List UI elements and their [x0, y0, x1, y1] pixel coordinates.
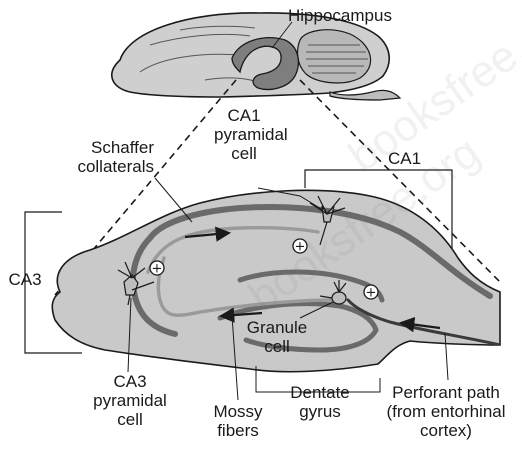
svg-text:+: +: [152, 262, 163, 277]
synapse-marker: +: [150, 261, 164, 277]
mossy-fibers-label: Mossy fibers: [200, 402, 276, 440]
svg-text:+: +: [295, 240, 306, 255]
synapse-marker: +: [364, 285, 378, 301]
perforant-path-label: Perforant path (from entorhinal cortex): [376, 383, 516, 440]
synapse-marker: +: [293, 239, 307, 255]
ca1-pyramidal-cell-label: CA1 pyramidal cell: [214, 106, 274, 163]
granule-cell-label: Granule cell: [242, 318, 312, 356]
dentate-gyrus-label: Dentate gyrus: [282, 383, 358, 421]
hippocampus-label: Hippocampus: [288, 6, 392, 25]
svg-text:+: +: [366, 286, 377, 301]
ca3-region-label: CA3: [0, 270, 50, 289]
ca1-region-label: CA1: [388, 149, 421, 168]
schaffer-collaterals-label: Schaffer collaterals: [64, 138, 154, 176]
ca3-pyramidal-cell-label: CA3 pyramidal cell: [92, 372, 168, 429]
